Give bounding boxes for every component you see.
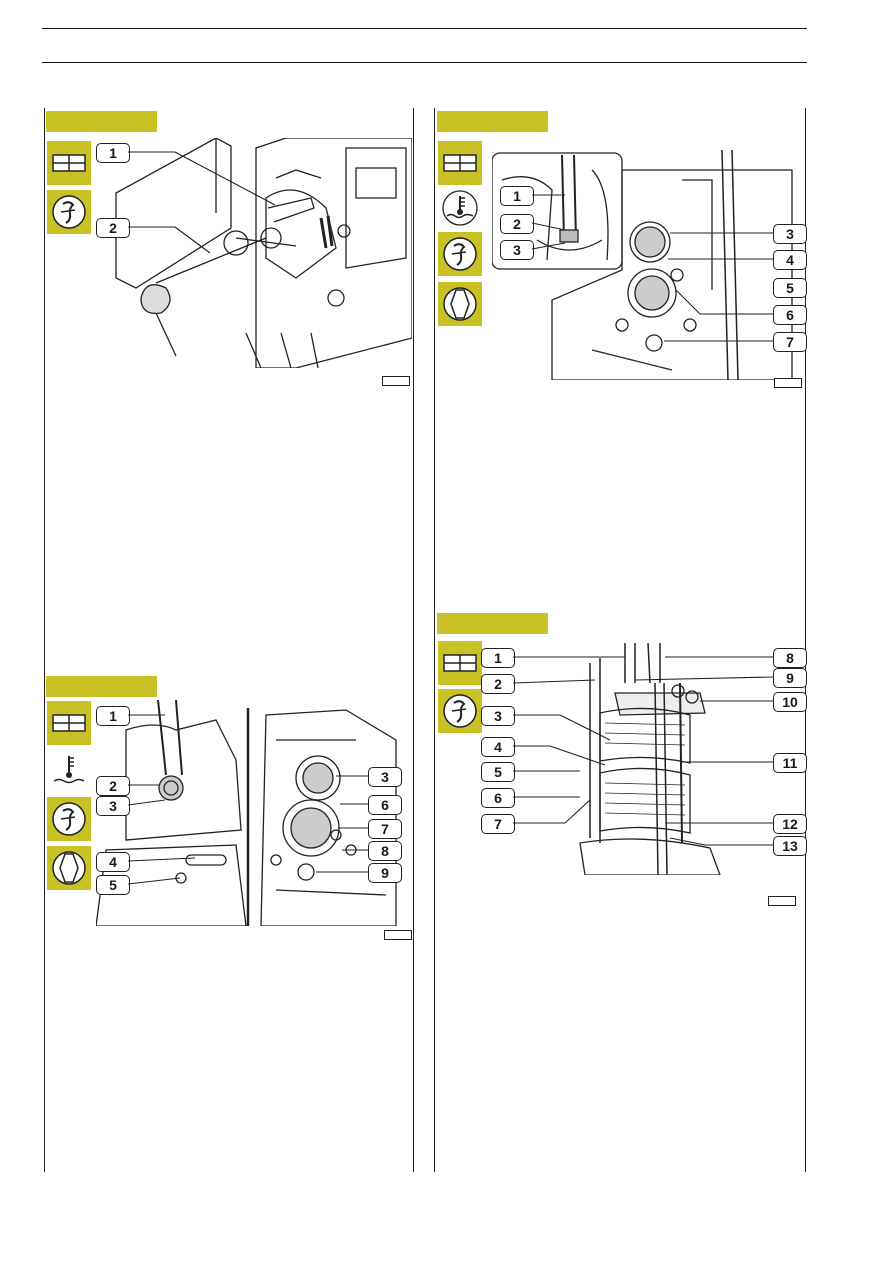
callout-label: 1	[500, 186, 534, 206]
component-part-icon	[438, 282, 482, 326]
workbench-frame-icon	[47, 141, 91, 185]
workbench-frame-icon	[438, 141, 482, 185]
figure-top-right-illustration	[492, 150, 802, 380]
callout-label: 7	[773, 332, 807, 352]
callout-label: 3	[96, 796, 130, 816]
workbench-frame-icon	[438, 641, 482, 685]
header-rule-top	[42, 28, 807, 29]
callout-label: 8	[368, 841, 402, 861]
callout-label: 13	[773, 836, 807, 856]
figure-number-tag	[768, 896, 796, 906]
callout-label: 2	[500, 214, 534, 234]
section-tab-top-right	[437, 111, 548, 132]
callout-label: 5	[481, 762, 515, 782]
callout-label: 11	[773, 753, 807, 773]
special-tool-icon	[47, 797, 91, 841]
callout-label: 2	[481, 674, 515, 694]
center-column-divider-right	[434, 108, 435, 1172]
heat-temperature-icon	[47, 748, 91, 792]
callout-label: 6	[368, 795, 402, 815]
callout-label: 4	[481, 737, 515, 757]
callout-label: 2	[96, 218, 130, 238]
callout-label: 9	[773, 668, 807, 688]
callout-label: 5	[773, 278, 807, 298]
center-column-divider-left	[413, 108, 414, 1172]
callout-label: 9	[368, 863, 402, 883]
callout-label: 1	[96, 143, 130, 163]
header-rule-bottom	[42, 62, 807, 63]
callout-label: 3	[500, 240, 534, 260]
callout-label: 5	[96, 875, 130, 895]
workbench-frame-icon	[47, 701, 91, 745]
component-part-icon	[47, 846, 91, 890]
right-column-border	[805, 108, 806, 1172]
special-tool-icon	[438, 689, 482, 733]
callout-label: 3	[368, 767, 402, 787]
callout-label: 10	[773, 692, 807, 712]
callout-label: 8	[773, 648, 807, 668]
callout-label: 4	[773, 250, 807, 270]
callout-label: 6	[481, 788, 515, 808]
callout-label: 2	[96, 776, 130, 796]
figure-number-tag	[774, 378, 802, 388]
left-column-border	[44, 108, 45, 1172]
callout-label: 3	[773, 224, 807, 244]
callout-label: 1	[481, 648, 515, 668]
callout-label: 1	[96, 706, 130, 726]
callout-label: 6	[773, 305, 807, 325]
figure-number-tag	[382, 376, 410, 386]
callout-label: 4	[96, 852, 130, 872]
special-tool-icon	[438, 232, 482, 276]
section-tab-top-left	[46, 111, 157, 132]
section-tab-bottom-left	[46, 676, 157, 697]
figure-top-left-illustration	[96, 138, 412, 368]
section-tab-bottom-right	[437, 613, 548, 634]
figure-bottom-right-illustration	[560, 643, 760, 875]
heat-temperature-icon	[438, 186, 482, 230]
callout-label: 7	[481, 814, 515, 834]
figure-number-tag	[384, 930, 412, 940]
callout-label: 7	[368, 819, 402, 839]
special-tool-icon	[47, 190, 91, 234]
callout-label: 3	[481, 706, 515, 726]
callout-label: 12	[773, 814, 807, 834]
